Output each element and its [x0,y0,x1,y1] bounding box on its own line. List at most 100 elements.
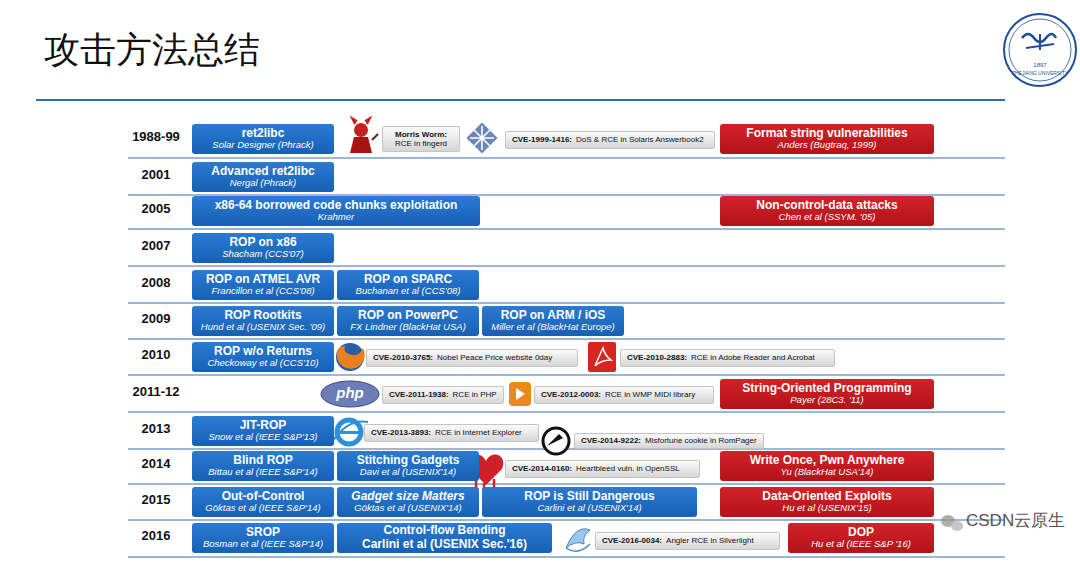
cve-box: CVE-1999-1416:DoS & RCE in Solaris Answe… [505,131,715,149]
attack-name: ROP on ARM / iOS [501,309,606,323]
attack-box: Out-of-ControlGöktas et al (IEEE S&P'14) [192,487,334,517]
cve-description: Nobel Peace Price website 0day [437,353,552,362]
cve-box: Morris Worm:RCE in fingerd [382,126,460,152]
noncontrol-attack-box: DOPHu et al (IEEE S&P '16) [788,523,934,553]
attack-box: JIT-ROPSnow et al (IEEE S&P'13) [192,416,334,446]
attack-box: ROP on SPARCBuchanan et al (CCS'08) [337,270,479,300]
attack-box: Stitching GadgetsDavi et al (USENIX'14) [337,451,479,481]
attack-name: ROP on PowerPC [358,309,458,323]
attack-author: Krahmer [318,212,354,223]
pdf-icon [588,342,616,372]
noncontrol-attack-box: Data-Oriented ExploitsHu et al (USENIX'1… [720,487,934,517]
php-logo-text: php [322,385,378,402]
attack-author: Francillon et al (CCS'08) [211,286,314,297]
year-label: 2009 [124,312,188,326]
cve-box: CVE-2010-3765:Nobel Peace Price website … [366,349,578,367]
cve-description: RCE in fingerd [395,139,447,148]
attack-author: Bosman et al (IEEE S&P'14) [203,539,323,550]
attack-name: ROP Rootkits [224,309,301,323]
cve-description: RCE in WMP MIDI library [605,390,695,399]
attack-name: x86-64 borrowed code chunks exploitation [215,199,458,213]
year-label: 1988-99 [124,130,188,144]
attack-box: ROP on PowerPCFX Lindner (BlackHat USA) [337,306,479,336]
attack-box: ROP on ATMEL AVRFrancillon et al (CCS'08… [192,270,334,300]
noncontrol-attack-box: Write Once, Pwn AnywhereYu (BlackHat USA… [720,451,934,481]
year-label: 2014 [124,457,188,471]
devil-icon [350,118,378,153]
cve-id: CVE-1999-1416: [512,135,572,144]
cve-box: CVE-2012-0003:RCE in WMP MIDI library [534,386,714,404]
attack-name: Gadget size Matters [351,490,464,504]
year-label: 2010 [124,348,188,362]
year-label: 2016 [124,529,188,543]
attack-name: ROP on SPARC [364,273,452,287]
attack-author: Davi et al (USENIX'14) [360,467,456,478]
solaris-icon [466,122,497,153]
attack-author: Chen et al (SSYM. '05) [779,212,876,223]
logo-name: ZHEJIANG UNIVERSITY [1008,71,1072,77]
attack-author: Hu et al (IEEE S&P '16) [811,539,911,550]
watermark: CSDN云原生 [966,512,1066,531]
attack-box: ROP w/o ReturnsCheckoway et al (CCS'10) [192,342,334,372]
cve-description: Heartbleed vuln. in OpenSSL [576,464,680,473]
attack-author: Göktas et al (IEEE S&P'14) [205,503,320,514]
attack-box: x86-64 borrowed code chunks exploitation… [192,196,480,226]
row-rules [128,158,1005,557]
cve-id: CVE-2010-2883: [627,353,687,362]
cve-box: CVE-2011-1938:RCE in PHP [382,386,504,404]
attack-name: ROP is Still Dangerous [524,490,654,504]
attack-author: Anders (Bugtraq, 1999) [778,140,877,151]
cve-id: CVE-2011-1938: [389,390,449,399]
noncontrol-attack-box: Non-control-data attacksChen et al (SSYM… [720,196,934,226]
attack-author: Göktas et al (USENIX'14) [354,503,461,514]
attack-author: Nergal (Phrack) [230,178,297,189]
silverlight-icon [566,529,590,551]
cve-box: CVE-2016-0034:Angler RCE in Silverlight [595,532,780,550]
attack-box: ROP RootkitsHund et al (USENIX Sec. '09) [192,306,334,336]
cve-description: Angler RCE in Silverlight [666,536,754,545]
cve-box: CVE-2014-9222: Misfortune cookie in RomPa… [574,433,764,449]
attack-name: Format string vulnerabilities [746,127,907,141]
attack-author: Snow et al (IEEE S&P'13) [208,432,317,443]
attack-box: ret2libcSolar Designer (Phrack) [192,124,334,154]
year-label: 2007 [124,239,188,253]
noncontrol-attack-box: String-Oriented ProgrammingPayer (28C3. … [720,379,934,409]
attack-box: ROP is Still DangerousCarlini et al (USE… [482,487,697,517]
attack-name: DOP [848,526,874,540]
attack-box: Gadget size MattersGöktas et al (USENIX'… [337,487,479,517]
attack-name: JIT-ROP [240,419,287,433]
year-label: 2001 [124,168,188,182]
attack-name: Out-of-Control [222,490,305,504]
attack-name: ROP on ATMEL AVR [206,273,320,287]
attack-author: Buchanan et al (CCS'08) [356,286,461,297]
attack-name: Non-control-data attacks [756,199,897,213]
attack-box: ROP on ARM / iOSMiller et al (BlackHat E… [482,306,624,336]
attack-name: Write Once, Pwn Anywhere [750,454,905,468]
attack-name: Data-Oriented Exploits [762,490,891,504]
year-label: 2005 [124,202,188,216]
attack-box: Control-flow BendingCarlini et al (USENI… [337,523,552,553]
attack-name: ret2libc [242,127,285,141]
attack-name: Blind ROP [233,454,292,468]
watermark-icon [941,515,963,531]
attack-box: SROPBosman et al (IEEE S&P'14) [192,523,334,553]
attack-box: Advanced ret2libcNergal (Phrack) [192,162,334,192]
noncontrol-attack-box: Format string vulnerabilitiesAnders (Bug… [720,124,934,154]
attack-author: Hund et al (USENIX Sec. '09) [201,322,325,333]
attack-name: Advanced ret2libc [211,165,314,179]
attack-name: SROP [246,526,280,540]
cve-description: Misfortune cookie in RomPager [645,436,757,445]
attack-author: Shacham (CCS'07) [222,249,304,260]
cve-id: Morris Worm: [395,130,447,139]
attack-author: Carlini et al (USENIX Sec.'16) [362,538,527,552]
attack-author: FX Lindner (BlackHat USA) [350,322,466,333]
cve-box: CVE-2014-0160: Heartbleed vuln. in OpenSS… [505,460,700,478]
cve-id: CVE-2014-0160: [512,464,572,473]
year-label: 2008 [124,276,188,290]
logo-year: 1897 [1020,62,1060,69]
php-logo [321,381,379,407]
attack-name: String-Oriented Programming [742,382,911,396]
year-label: 2015 [124,493,188,507]
cve-id: CVE-2014-9222: [581,436,641,445]
year-label: 2013 [124,422,188,436]
